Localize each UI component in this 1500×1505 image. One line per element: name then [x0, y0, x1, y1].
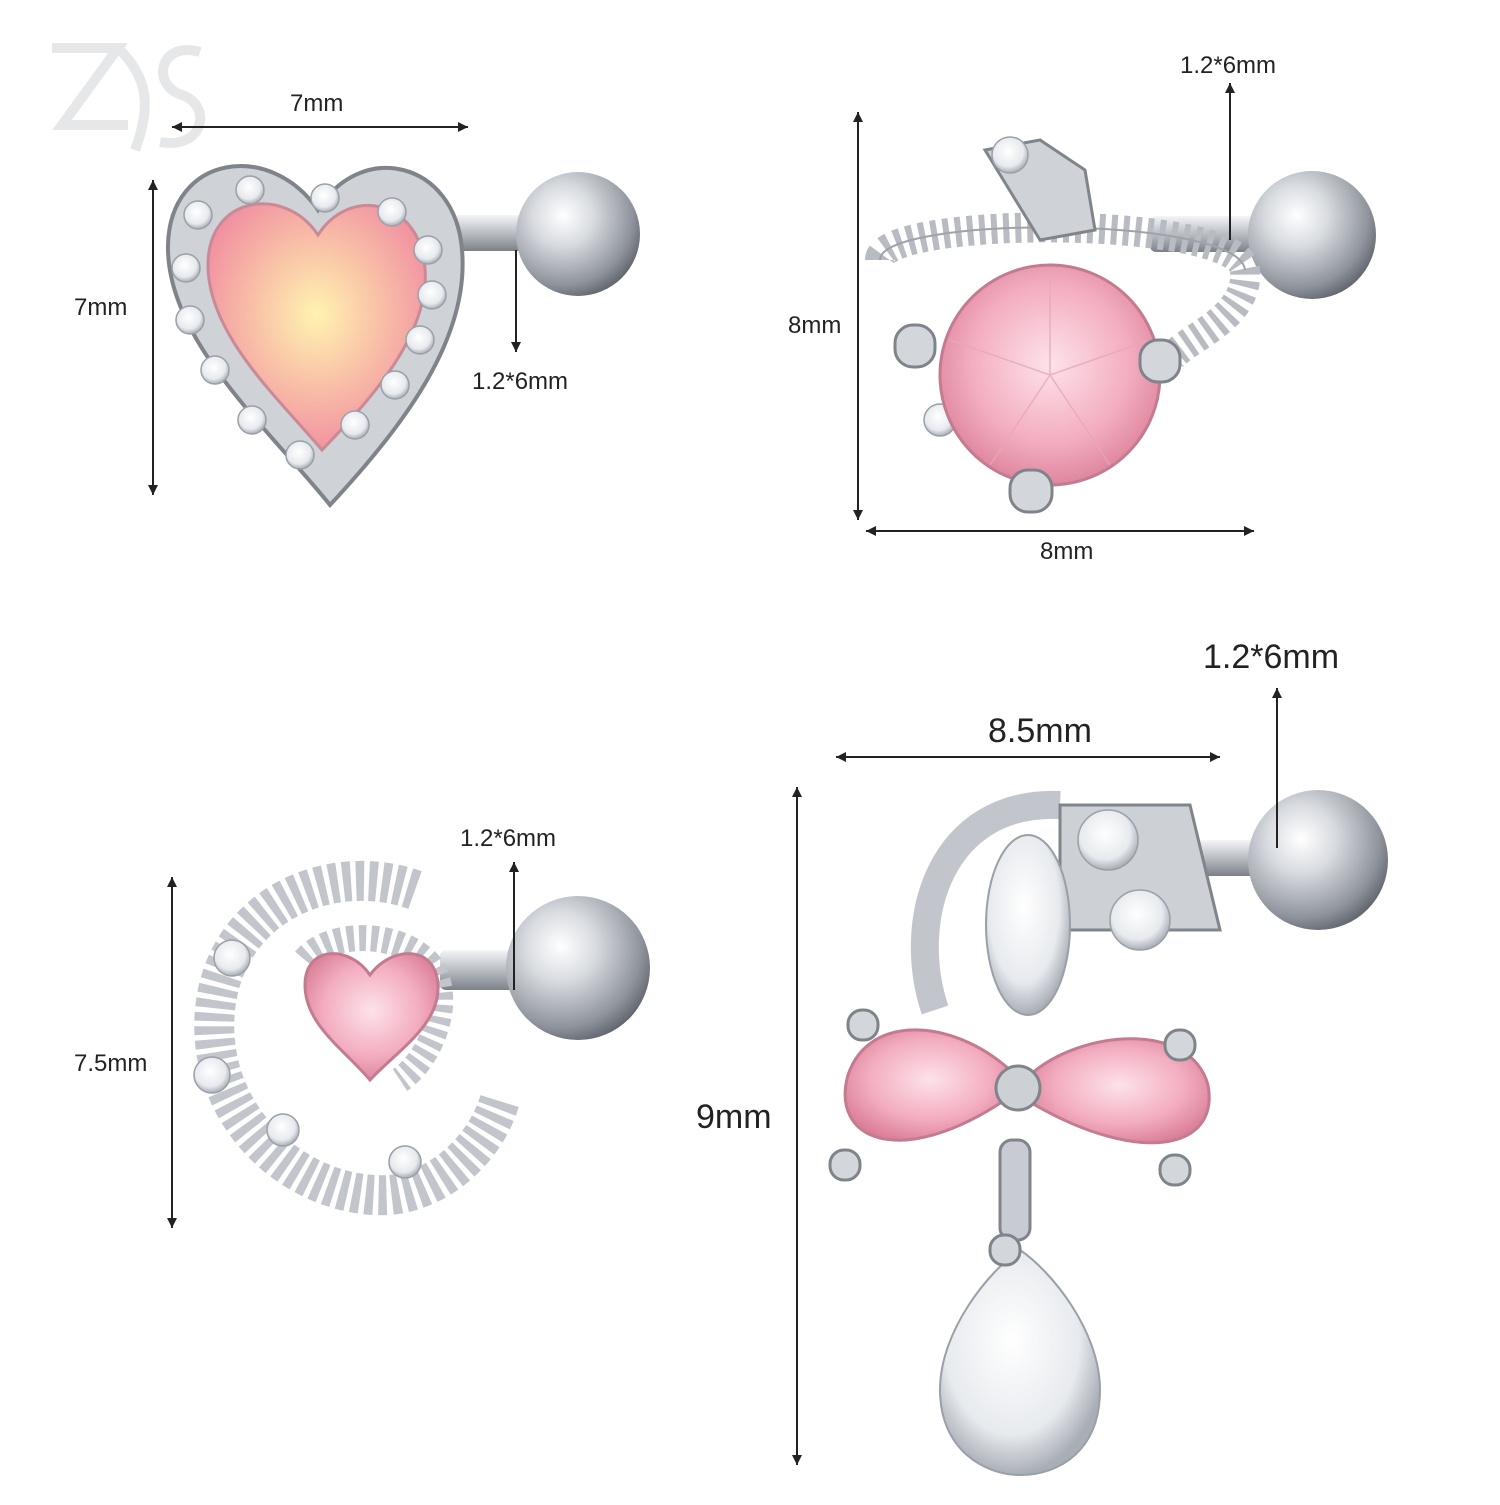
- height-label: 7.5mm: [74, 1050, 148, 1077]
- barbell-ball: [516, 172, 640, 296]
- bar-size-label: 1.2*6mm: [1203, 638, 1340, 676]
- prongs: [893, 323, 1182, 514]
- small-clear-stones: [1077, 809, 1171, 951]
- dimension-lines-3: [167, 862, 519, 1228]
- small-clear-stone: [991, 136, 1029, 174]
- dimension-lines-1: [148, 122, 521, 495]
- width-label: 7mm: [290, 90, 344, 117]
- height-label: 7mm: [74, 294, 128, 321]
- drop-clear-stone: [938, 1248, 1102, 1477]
- crown-frame: [910, 790, 1061, 1015]
- earring-heart-opal: [165, 164, 640, 509]
- dimension-lines-2: [853, 83, 1254, 536]
- small-clear-stones: [193, 939, 422, 1179]
- barbell-ball: [1248, 790, 1388, 930]
- barbell-ball: [1248, 171, 1376, 299]
- height-label: 8mm: [788, 312, 842, 339]
- marquise-clear-stone: [985, 834, 1071, 1016]
- barbell-ball: [506, 896, 650, 1040]
- earring-bow-drop: [828, 790, 1388, 1477]
- moon-frame: [194, 860, 520, 1216]
- earring-moon-heart: [193, 860, 650, 1216]
- halo-stones: [171, 175, 447, 470]
- earring-round-pink: [865, 136, 1376, 514]
- bar-size-label: 1.2*6mm: [472, 368, 569, 395]
- prongs: [828, 1008, 1197, 1267]
- bow-left-pink-stone: [843, 1028, 1017, 1142]
- width-label: 8mm: [1040, 538, 1094, 565]
- bar-size-label: 1.2*6mm: [1180, 52, 1277, 79]
- width-label: 8.5mm: [988, 712, 1092, 750]
- brand-logo: [52, 43, 206, 152]
- heart-pink-stone: [303, 952, 440, 1083]
- height-label: 9mm: [696, 1098, 772, 1136]
- heart-opal-stone: [206, 202, 427, 453]
- bow-right-pink-stone: [1028, 1037, 1211, 1145]
- dimension-lines-4: [792, 688, 1282, 1465]
- bar-size-label: 1.2*6mm: [460, 825, 557, 852]
